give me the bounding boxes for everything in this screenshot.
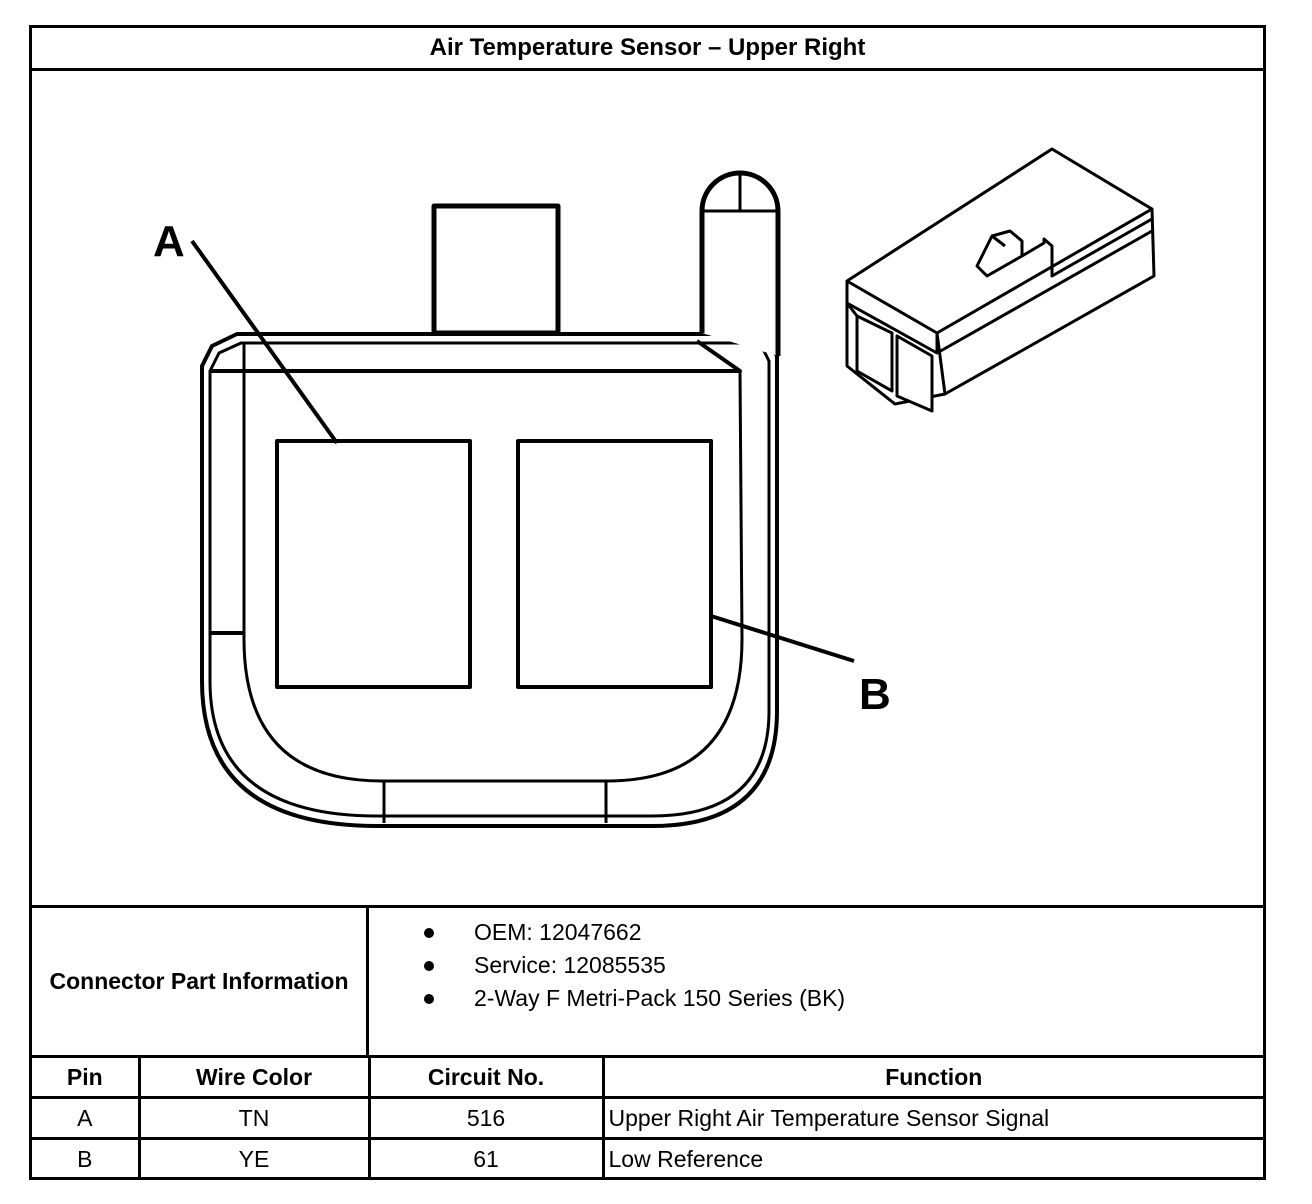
oem-part-number: OEM: 12047662: [474, 919, 642, 945]
list-item: 2-Way F Metri-Pack 150 Series (BK): [369, 982, 845, 1015]
header-wire-color: Wire Color: [137, 1055, 371, 1099]
connector-3d-view: [845, 147, 1156, 413]
pin-cell: A: [32, 1096, 141, 1140]
connector-info-label: Connector Part Information: [32, 908, 369, 1055]
page-title: Air Temperature Sensor – Upper Right: [32, 28, 1263, 71]
callout-a-leader: [190, 239, 339, 445]
connector-face-svg: A B: [153, 147, 1156, 828]
wire-color-cell: YE: [137, 1137, 371, 1180]
callout-b-label: B: [859, 670, 891, 719]
connector-description: 2-Way F Metri-Pack 150 Series (BK): [474, 985, 846, 1011]
list-item: OEM: 12047662: [369, 916, 845, 949]
circuit-no-cell: 516: [367, 1096, 605, 1140]
cavity-a: [275, 439, 472, 689]
circuit-no-cell: 61: [367, 1137, 605, 1180]
header-pin: Pin: [32, 1055, 141, 1099]
bullet-icon: [424, 961, 434, 971]
header-function: Function: [601, 1055, 1263, 1099]
list-item: Service: 12085535: [369, 949, 845, 982]
callout-a-label: A: [153, 217, 185, 266]
pin-cell: B: [32, 1137, 141, 1180]
bullet-icon: [424, 994, 434, 1004]
bullet-icon: [424, 928, 434, 938]
housing-outline: [200, 332, 779, 828]
wire-color-cell: TN: [137, 1096, 371, 1140]
housing-inner-outline: [208, 341, 771, 818]
header-circuit-no: Circuit No.: [367, 1055, 605, 1099]
table-row: A TN 516 Upper Right Air Temperature Sen…: [32, 1096, 1263, 1140]
callout-b-leader: [710, 614, 855, 663]
function-cell: Upper Right Air Temperature Sensor Signa…: [601, 1096, 1263, 1140]
connector-drawing: A B: [32, 71, 1263, 905]
connector-info-list: OEM: 12047662 Service: 12085535 2-Way F …: [369, 916, 845, 1015]
function-cell: Low Reference: [601, 1137, 1263, 1180]
lock-tab: [431, 203, 561, 336]
housing-top-face: [210, 339, 742, 373]
table-header-row: Pin Wire Color Circuit No. Function: [32, 1055, 1263, 1099]
latch-arm: [699, 170, 781, 356]
housing-inner-curve: [242, 638, 744, 783]
cavity-b: [516, 439, 713, 689]
connector-sheet: Air Temperature Sensor – Upper Right: [29, 25, 1266, 1180]
table-row: B YE 61 Low Reference: [32, 1137, 1263, 1180]
service-part-number: Service: 12085535: [474, 952, 666, 978]
connector-part-information: Connector Part Information OEM: 12047662…: [32, 905, 1263, 1055]
pin-table: Pin Wire Color Circuit No. Function A TN…: [32, 1055, 1263, 1180]
